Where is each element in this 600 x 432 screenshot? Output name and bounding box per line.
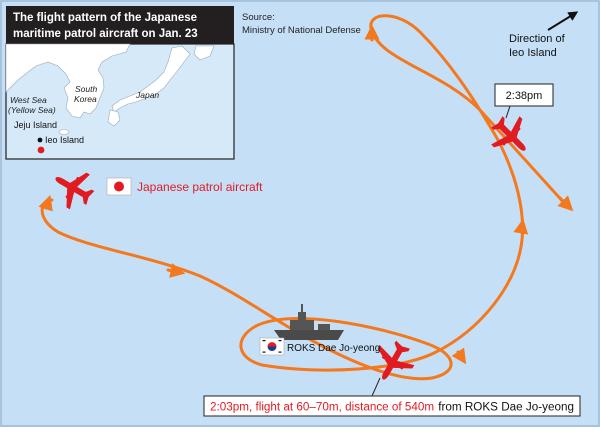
inset-label-south: South xyxy=(75,84,97,94)
inset-label-jeju: Jeju Island xyxy=(14,120,57,130)
korea-flag xyxy=(259,337,285,356)
inset-label-japan: Japan xyxy=(135,90,159,100)
flight-path xyxy=(38,14,574,381)
inset-map: West Sea (Yellow Sea) South Korea Japan … xyxy=(5,43,235,160)
legend-aircraft-label: Japanese patrol aircraft xyxy=(137,180,263,194)
ship-label-name: Dae Jo-yeong xyxy=(318,343,380,354)
direction-arrow xyxy=(547,11,579,31)
caption-text-red: 2:03pm, flight at 60–70m, distance of 54… xyxy=(210,402,434,414)
caption-text-black: from ROKS Dae Jo-yeong xyxy=(438,402,574,414)
title-line-1: The flight pattern of the Japanese xyxy=(13,12,197,24)
ship-label-roks: ROKS xyxy=(287,343,316,354)
source-name: Ministry of National Defense xyxy=(242,25,361,36)
flight-arrow-middle xyxy=(166,263,186,278)
japan-flag-disc xyxy=(114,181,124,192)
direction-label-1: Direction of xyxy=(509,33,566,45)
inset-label-yellow-sea: (Yellow Sea) xyxy=(8,105,56,115)
time-238-label: 2:38pm xyxy=(506,90,543,102)
flight-arrow-end xyxy=(557,195,574,212)
inset-japan-south xyxy=(107,109,121,127)
caption-box xyxy=(203,395,581,417)
inset-jeju-island xyxy=(58,129,70,135)
inset-location-marker xyxy=(37,146,45,154)
time-238-leader xyxy=(505,105,511,119)
caption-leader xyxy=(371,377,381,397)
inset-ieo-marker xyxy=(37,137,43,143)
inset-label-korea: Korea xyxy=(74,94,97,104)
source-label: Source: xyxy=(242,12,275,23)
flight-arrow-right xyxy=(513,218,529,235)
flight-arrow-left xyxy=(38,194,53,212)
title-line-2: maritime patrol aircraft on Jan. 23 xyxy=(13,28,198,40)
inset-mainland xyxy=(5,43,131,119)
inset-label-west-sea: West Sea xyxy=(10,95,47,105)
time-238-box xyxy=(494,83,554,107)
direction-label-2: Ieo Island xyxy=(509,47,557,59)
inset-label-ieo: Ieo Island xyxy=(45,135,84,145)
inset-japan xyxy=(111,45,191,113)
flight-arrow-bottom xyxy=(451,347,467,365)
title-box xyxy=(6,6,234,44)
inset-hokkaido xyxy=(193,45,215,61)
caption-text: 2:03pm, flight at 60–70m, distance of 54… xyxy=(210,402,574,414)
ship-icon xyxy=(274,304,344,340)
flight-path-line xyxy=(40,14,568,381)
